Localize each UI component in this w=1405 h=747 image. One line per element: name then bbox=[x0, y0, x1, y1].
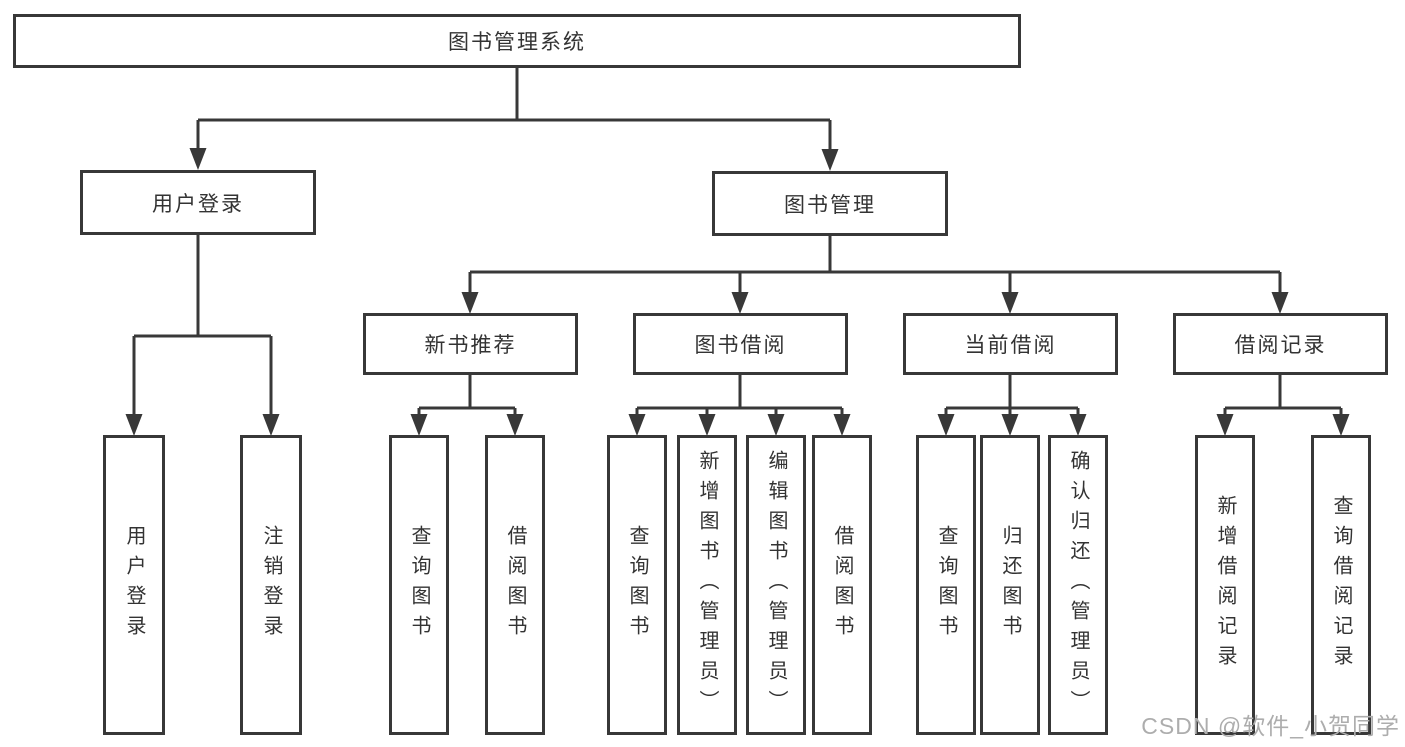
leaf-borrowing-query-books: 查询图书 bbox=[607, 435, 667, 735]
leaf-borrowing-add-books-admin-label: 新增图书（管理员） bbox=[696, 450, 718, 720]
leaf-newbook-query-books-label: 查询图书 bbox=[408, 525, 430, 645]
node-book-management: 图书管理 bbox=[712, 171, 948, 236]
node-user-login: 用户登录 bbox=[80, 170, 316, 235]
leaf-records-query-record-label: 查询借阅记录 bbox=[1330, 495, 1352, 675]
leaf-newbook-borrow-books-label: 借阅图书 bbox=[504, 525, 526, 645]
leaf-user-login: 用户登录 bbox=[103, 435, 165, 735]
leaf-current-return-books: 归还图书 bbox=[980, 435, 1040, 735]
leaf-borrowing-borrow-books-label: 借阅图书 bbox=[831, 525, 853, 645]
leaf-records-add-record-label: 新增借阅记录 bbox=[1214, 495, 1236, 675]
leaf-logout-login: 注销登录 bbox=[240, 435, 302, 735]
leaf-records-add-record: 新增借阅记录 bbox=[1195, 435, 1255, 735]
leaf-logout-login-label: 注销登录 bbox=[260, 525, 282, 645]
leaf-borrowing-edit-books-admin-label: 编辑图书（管理员） bbox=[765, 450, 787, 720]
node-book-borrowing-label: 图书借阅 bbox=[694, 334, 787, 357]
leaf-current-confirm-return-admin-label: 确认归还（管理员） bbox=[1067, 450, 1089, 720]
node-user-login-label: 用户登录 bbox=[152, 192, 244, 216]
leaf-borrowing-add-books-admin: 新增图书（管理员） bbox=[677, 435, 737, 735]
node-book-management-label: 图书管理 bbox=[784, 193, 876, 217]
leaf-borrowing-borrow-books: 借阅图书 bbox=[812, 435, 872, 735]
leaf-records-query-record: 查询借阅记录 bbox=[1311, 435, 1371, 735]
leaf-borrowing-query-books-label: 查询图书 bbox=[626, 525, 648, 645]
node-library-system: 图书管理系统 bbox=[13, 14, 1021, 68]
node-borrow-records-label: 借阅记录 bbox=[1234, 334, 1327, 357]
node-library-system-label: 图书管理系统 bbox=[448, 31, 586, 54]
leaf-current-confirm-return-admin: 确认归还（管理员） bbox=[1048, 435, 1108, 735]
node-current-borrowing-label: 当前借阅 bbox=[964, 334, 1057, 357]
leaf-newbook-query-books: 查询图书 bbox=[389, 435, 449, 735]
leaf-newbook-borrow-books: 借阅图书 bbox=[485, 435, 545, 735]
csdn-watermark: CSDN @软件_小贺同学 bbox=[1141, 713, 1400, 739]
node-new-book-recommend-label: 新书推荐 bbox=[424, 334, 517, 357]
node-current-borrowing: 当前借阅 bbox=[903, 313, 1118, 375]
leaf-borrowing-edit-books-admin: 编辑图书（管理员） bbox=[746, 435, 806, 735]
leaf-user-login-label: 用户登录 bbox=[123, 525, 145, 645]
node-borrow-records: 借阅记录 bbox=[1173, 313, 1388, 375]
leaf-current-query-books: 查询图书 bbox=[916, 435, 976, 735]
node-new-book-recommend: 新书推荐 bbox=[363, 313, 578, 375]
node-book-borrowing: 图书借阅 bbox=[633, 313, 848, 375]
leaf-current-query-books-label: 查询图书 bbox=[935, 525, 957, 645]
leaf-current-return-books-label: 归还图书 bbox=[999, 525, 1021, 645]
